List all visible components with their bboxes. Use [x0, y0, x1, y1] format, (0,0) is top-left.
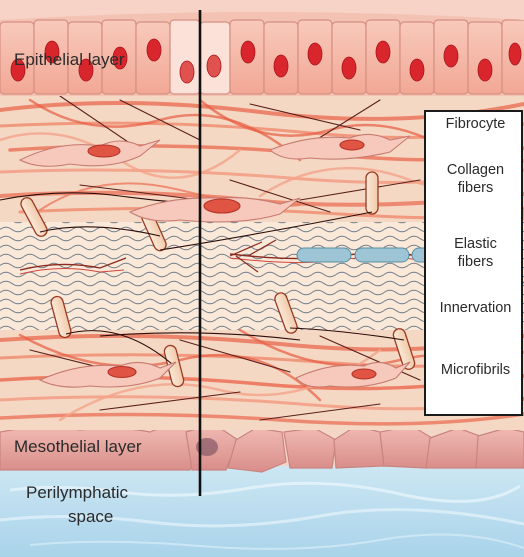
legend-elastic-label-line1: Elastic: [426, 236, 524, 252]
epithelial-layer: [0, 0, 524, 96]
mesothelial-layer-label: Mesothelial layer: [14, 437, 142, 457]
legend-box: Fibrocyte Collagen fibers Elastic fibers…: [424, 110, 523, 416]
epithelial-layer-label: Epithelial layer: [14, 50, 125, 70]
legend-elastic-label-line2: fibers: [426, 254, 524, 270]
legend-microfibrils-label: Microfibrils: [426, 362, 524, 378]
legend-fibrocyte-label: Fibrocyte: [426, 116, 524, 132]
legend-collagen-label-line1: Collagen: [426, 162, 524, 178]
legend-innervation-label: Innervation: [426, 300, 524, 316]
legend-collagen-label-line2: fibers: [426, 180, 524, 196]
perilymphatic-label-line2: space: [68, 507, 113, 527]
perilymphatic-label-line1: Perilymphatic: [26, 483, 128, 503]
